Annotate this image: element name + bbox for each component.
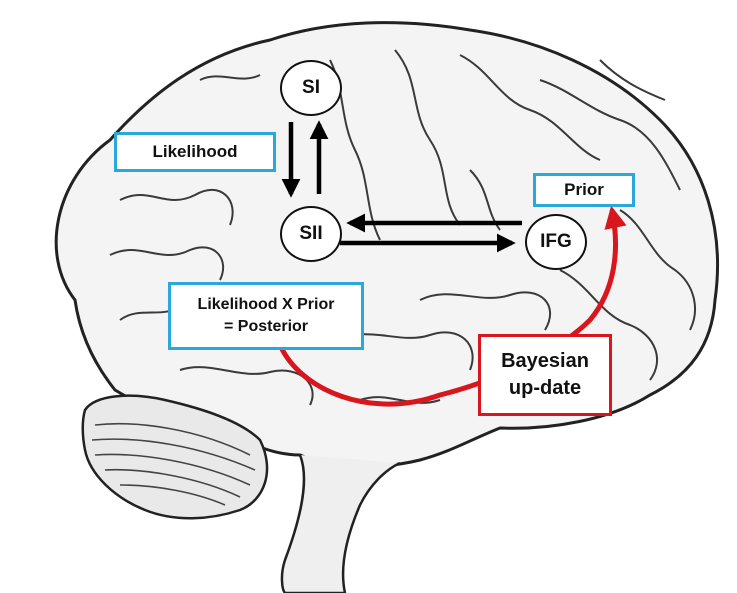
posterior-line-1: Likelihood X Prior [197, 296, 335, 314]
sii-node: SII [280, 206, 342, 262]
cerebellum-folia [91, 422, 256, 506]
si-node: SI [280, 60, 342, 116]
posterior-line-2: = Posterior [223, 318, 309, 335]
likelihood-label: Likelihood [152, 142, 238, 161]
cerebellum-outline [81, 394, 269, 520]
bayesian-line-1: Bayesian [501, 350, 589, 372]
bayesian-line-2: up-date [508, 377, 582, 399]
sii-label: SII [299, 223, 323, 244]
likelihood-box: Likelihood [114, 132, 276, 172]
posterior-box: Likelihood X Prior = Posterior [168, 282, 364, 350]
brainstem [280, 454, 401, 593]
prior-box: Prior [533, 173, 635, 207]
bayesian-update-box: Bayesian up-date [478, 334, 612, 416]
ifg-node: IFG [525, 214, 587, 270]
prior-label: Prior [564, 180, 604, 199]
si-label: SI [302, 77, 320, 98]
ifg-label: IFG [540, 231, 572, 252]
